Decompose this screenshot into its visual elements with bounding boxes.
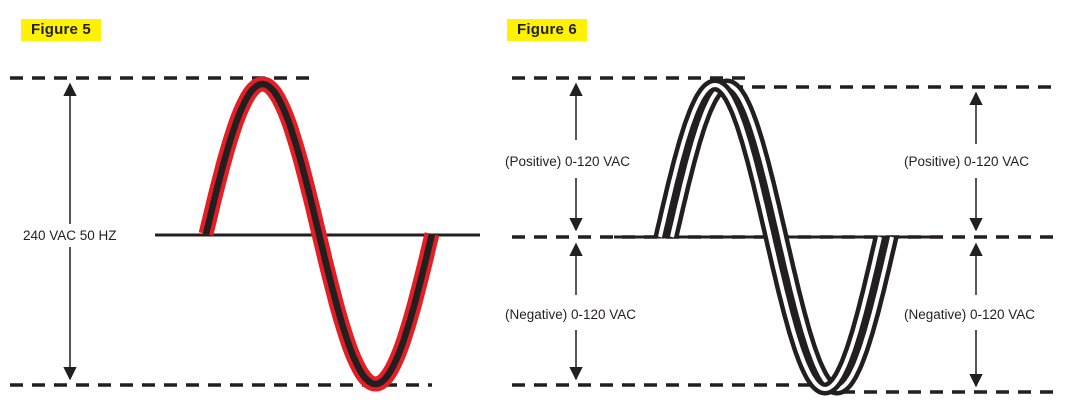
- fig6-right-positive-label: (Positive) 0-120 VAC: [904, 154, 1029, 169]
- fig5-sine-wave-inner: [202, 80, 436, 388]
- fig6-sine-wave-1-gap: [658, 83, 882, 391]
- fig6-right-positive-label-bg: [902, 151, 1052, 171]
- fig6-left-positive-label: (Positive) 0-120 VAC: [505, 154, 630, 169]
- figure-5: 240 VAC 50 HZ: [10, 76, 480, 392]
- fig6-left-negative-label: (Negative) 0-120 VAC: [505, 307, 636, 322]
- fig6-sine-wave-2-gap: [670, 83, 894, 391]
- fig5-voltage-label: 240 VAC 50 HZ: [23, 228, 117, 243]
- figure-5-label: Figure 5: [21, 19, 101, 41]
- figure-6: (Positive) 0-120 VAC (Negative) 0-120 VA…: [503, 76, 1062, 396]
- fig6-left-negative-label-bg: [503, 304, 657, 324]
- fig6-right-negative-label-bg: [902, 304, 1062, 324]
- figure-6-label: Figure 6: [507, 19, 587, 41]
- fig6-right-negative-label: (Negative) 0-120 VAC: [904, 307, 1035, 322]
- fig6-left-positive-label-bg: [503, 151, 653, 171]
